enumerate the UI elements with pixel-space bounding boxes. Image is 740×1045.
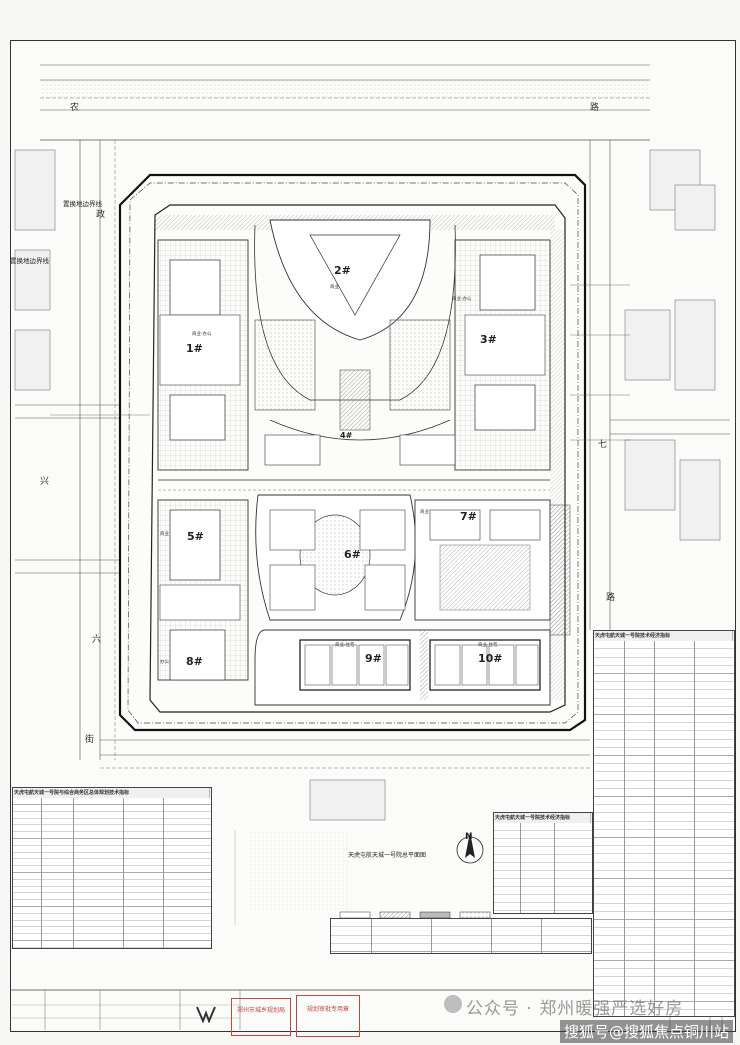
road-label-south: 街 xyxy=(85,735,95,745)
building-number-5: 5# xyxy=(187,530,204,543)
road-label-west-mid: 兴 xyxy=(40,477,50,487)
approval-stamp-2: 规划审批专用章 xyxy=(296,995,360,1037)
middle-table-col-2 xyxy=(554,823,555,913)
wechat-icon xyxy=(444,995,462,1013)
right-table-body xyxy=(594,641,734,1016)
building-note-3: 商业·办公 xyxy=(452,297,472,302)
bottom-schedule-table xyxy=(330,918,592,954)
building-number-2: 2# xyxy=(334,264,351,277)
building-number-6: 6# xyxy=(344,548,361,561)
left-table-title: 天虎屯航天城一号院与综合商务区总体规划技术指标 xyxy=(13,788,210,798)
building-number-8: 8# xyxy=(186,655,203,668)
building-note-8: 办公 xyxy=(160,660,169,665)
right-table-col-1 xyxy=(624,641,625,1016)
building-number-9: 9# xyxy=(365,652,382,665)
compass-north-label: N xyxy=(465,832,473,842)
road-label-east-2: 路 xyxy=(606,593,616,603)
right-indicator-table: 天虎屯航天城一号院技术经济指标 xyxy=(593,630,735,1017)
left-table-col-2 xyxy=(73,798,74,948)
bottom-table-body xyxy=(331,919,591,953)
watermark-sohu: 搜狐号@搜狐焦点铜川站 xyxy=(560,1020,734,1043)
bottom-table-col-3 xyxy=(491,919,492,953)
road-label-north-2: 路 xyxy=(590,103,600,113)
bottom-table-col-2 xyxy=(431,919,432,953)
building-number-4: 4# xyxy=(340,431,353,440)
bottom-table-col-4 xyxy=(541,919,542,953)
right-table-title: 天虎屯航天城一号院技术经济指标 xyxy=(594,631,733,641)
middle-table-body xyxy=(494,823,592,913)
building-number-10: 10# xyxy=(478,652,503,665)
building-note-5: 商业 xyxy=(160,532,169,537)
drawing-title: 天虎屯航天城一号院总平面图 xyxy=(348,852,427,859)
right-table-col-3 xyxy=(694,641,695,1016)
left-table-body xyxy=(13,798,211,948)
site-plan-drawing xyxy=(10,64,734,1030)
road-label-west-low: 六 xyxy=(92,635,102,645)
middle-table-title: 天虎屯航天城一号院技术经济指标 xyxy=(494,813,591,823)
stamp-2-text: 规划审批专用章 xyxy=(306,1006,349,1013)
left-table-col-4 xyxy=(163,798,164,948)
boundary-label-1: 置换地边界线 xyxy=(63,200,102,208)
designer-logo-icon xyxy=(196,1006,216,1023)
road-label-west-top: 政 xyxy=(96,210,106,220)
road-label-east: 七 xyxy=(598,440,608,450)
building-note-10: 商业·住宅 xyxy=(478,643,498,648)
right-table-col-2 xyxy=(654,641,655,1016)
stamp-1-text: 郑州市城乡规划局 xyxy=(236,1007,285,1014)
building-number-1: 1# xyxy=(186,342,203,355)
building-note-7: 商业 xyxy=(420,510,429,515)
road-label-north: 农 xyxy=(70,103,80,113)
watermark-wechat: 公众号 · 郑州暖强严选好房 xyxy=(466,999,684,1019)
middle-indicator-table: 天虎屯航天城一号院技术经济指标 xyxy=(493,812,593,914)
approval-stamp-1: 郑州市城乡规划局 xyxy=(231,998,291,1036)
building-number-7: 7# xyxy=(460,510,477,523)
building-note-1: 商业·办公 xyxy=(192,332,212,337)
building-note-2: 商业 xyxy=(330,285,339,290)
middle-table-col-1 xyxy=(520,823,521,913)
bottom-table-col-1 xyxy=(371,919,372,953)
building-note-9: 商业·住宅 xyxy=(335,643,355,648)
boundary-label-2: 置换地边界线 xyxy=(10,257,49,265)
left-table-col-3 xyxy=(123,798,124,948)
building-number-3: 3# xyxy=(480,333,497,346)
left-indicator-table: 天虎屯航天城一号院与综合商务区总体规划技术指标 xyxy=(12,787,212,949)
left-table-col-1 xyxy=(41,798,42,948)
